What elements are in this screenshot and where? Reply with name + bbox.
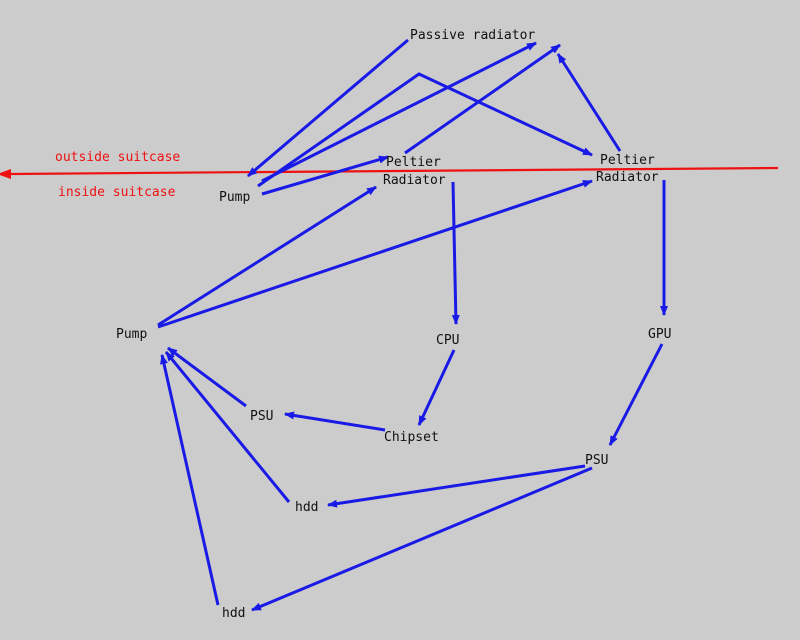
edge-pump-to-peltier-left [261, 155, 389, 196]
edge-cpu-to-chipset [417, 349, 456, 426]
edge-hdd-upper-to-pump-main [164, 351, 291, 503]
node-peltier-left-line1: Peltier [386, 155, 441, 170]
edge-peltier-right-to-passive-radiator [556, 53, 622, 152]
node-peltier-left-line2: Radiator [383, 173, 446, 188]
node-chipset: Chipset [384, 430, 439, 445]
node-hdd-lower: hdd [222, 606, 245, 621]
edge-pump-main-to-peltier-left [157, 185, 377, 327]
edge-chipset-to-psu-left [284, 411, 386, 432]
edge-psu-right-to-hdd-upper [327, 464, 586, 508]
node-psu-right: PSU [585, 453, 608, 468]
node-cpu: CPU [436, 333, 459, 348]
edge-passive-to-pump [247, 38, 409, 178]
edge-hdd-lower-to-pump-main [160, 354, 220, 606]
node-pump-main: Pump [116, 327, 147, 342]
edge-psu-right-to-hdd-lower [251, 466, 593, 612]
edge-pump-to-peltier-right [257, 72, 593, 188]
node-passive-radiator: Passive radiator [410, 28, 535, 43]
inside-suitcase-label: inside suitcase [58, 185, 176, 200]
outside-suitcase-label: outside suitcase [55, 150, 180, 165]
edge-gpu-to-psu-right [608, 343, 664, 446]
edge-psu-left-to-pump-main [167, 346, 247, 408]
edge-peltier-left-to-cpu [451, 181, 460, 325]
node-psu-left: PSU [250, 409, 273, 424]
edge-pump-main-to-peltier-right [157, 179, 593, 329]
edge-pump-to-passive-radiator [261, 41, 537, 183]
suitcase-boundary-line [0, 166, 779, 179]
node-pump-top: Pump [219, 190, 250, 205]
node-hdd-upper: hdd [295, 500, 318, 515]
node-peltier-right-line2: Radiator [596, 170, 659, 185]
edge-peltier-left-to-passive-radiator [404, 43, 561, 155]
node-peltier-right-line1: Peltier [600, 153, 655, 168]
node-gpu: GPU [648, 327, 671, 342]
